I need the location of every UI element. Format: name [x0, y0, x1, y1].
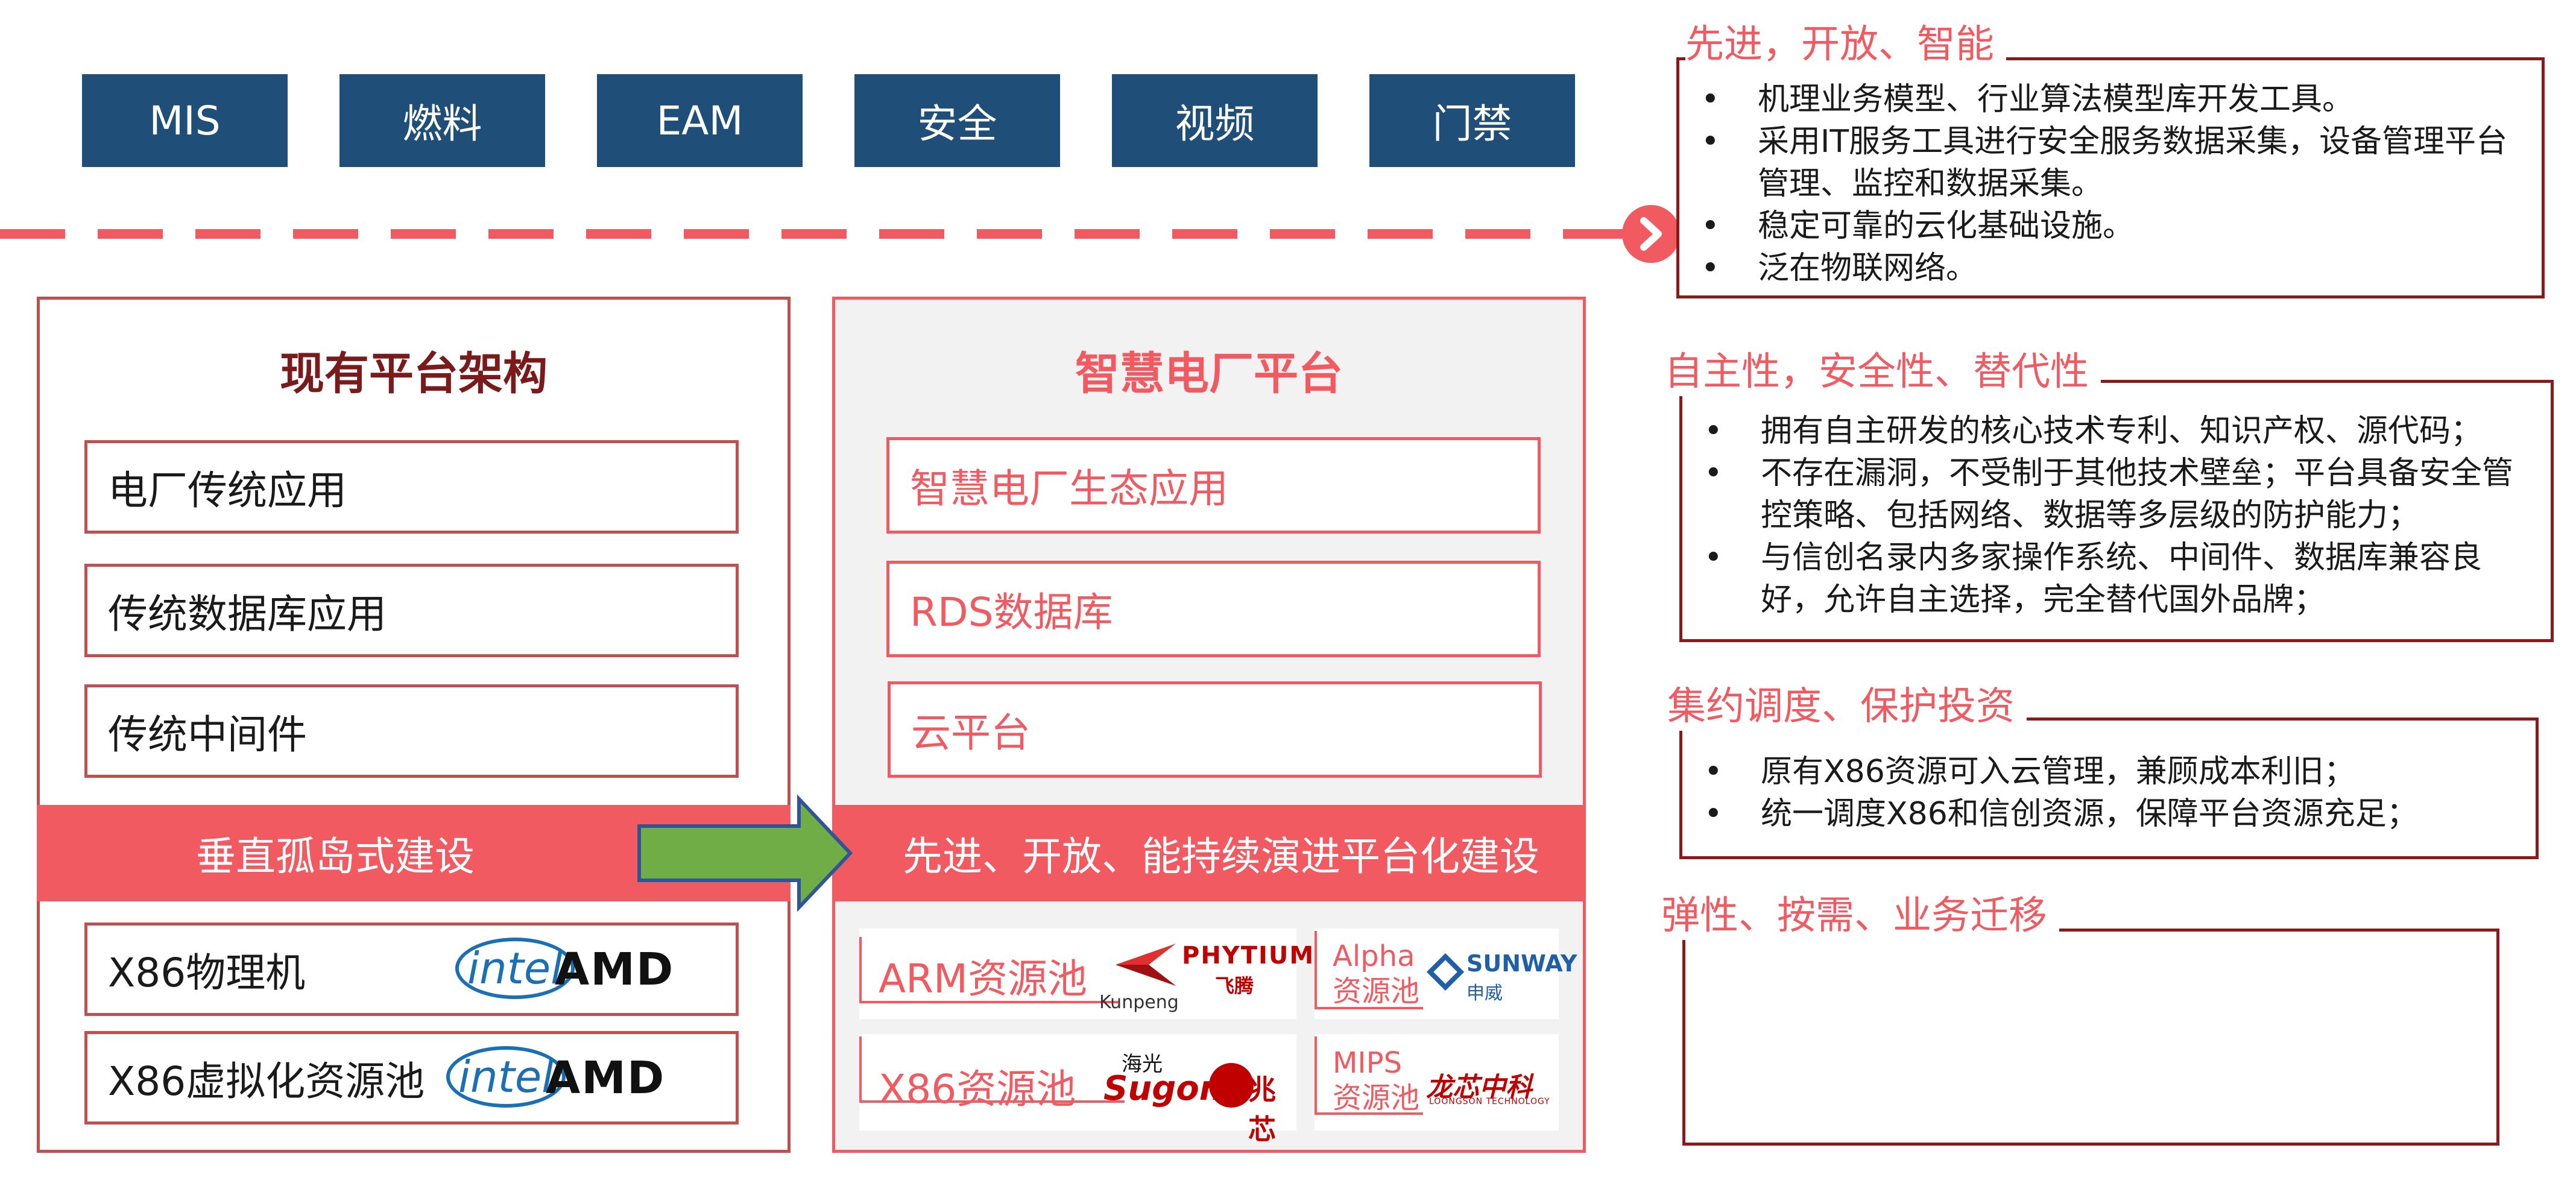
- bullet-item: 原有X86资源可入云管理，兼顾成本利旧；: [1682, 751, 2518, 793]
- section-box-scheduling: 原有X86资源可入云管理，兼顾成本利旧； 统一调度X86和信创资源，保障平台资源…: [1679, 718, 2539, 859]
- layer-rds-database: RDS数据库: [886, 561, 1541, 657]
- smart-plant-platform-title: 智慧电厂平台: [1075, 348, 1343, 400]
- amd-logo: AMD: [555, 944, 675, 995]
- pool-label-line2: 资源池: [1333, 974, 1420, 1008]
- zhaoxin-logo: 兆芯: [1248, 1073, 1276, 1146]
- system-box-eam: EAM: [597, 74, 803, 167]
- phytium-logo-cn: 飞腾: [1215, 974, 1254, 997]
- pool-label-line2: 资源池: [1333, 1081, 1420, 1115]
- system-box-access-control: 门禁: [1369, 74, 1575, 167]
- bullet-item: 机理业务模型、行业算法模型库开发工具。: [1679, 78, 2524, 121]
- hardware-label: X86物理机: [108, 949, 306, 996]
- layer-cloud-platform: 云平台: [888, 681, 1542, 778]
- kunpeng-logo-icon: [1116, 944, 1176, 986]
- resource-pool-alpha: Alpha 资源池 SUNWAY 申威: [1315, 929, 1577, 1019]
- bullet-list: 原有X86资源可入云管理，兼顾成本利旧； 统一调度X86和信创资源，保障平台资源…: [1682, 721, 2536, 835]
- pool-label: X86资源池: [879, 1066, 1076, 1112]
- sugon-logo-cn: 海光: [1122, 1052, 1163, 1076]
- resource-pool-mips: MIPS 资源池 龙芯中科 LOONGSON TECHNOLOGY: [1315, 1034, 1559, 1131]
- band-label: 垂直孤岛式建设: [196, 833, 475, 880]
- band-label: 先进、开放、能持续演进平台化建设: [903, 833, 1539, 880]
- intel-logo: intel: [446, 1046, 566, 1108]
- phytium-logo: PHYTIUM: [1182, 942, 1315, 970]
- bullet-item: 统一调度X86和信创资源，保障平台资源充足；: [1682, 793, 2518, 835]
- amd-logo: AMD: [546, 1052, 666, 1104]
- pool-underline: [859, 1036, 1125, 1103]
- hardware-label: X86虚拟化资源池: [108, 1058, 425, 1105]
- loongson-logo-en: LOONGSON TECHNOLOGY: [1429, 1097, 1550, 1106]
- hardware-x86-physical: X86物理机: [84, 923, 739, 1016]
- intel-logo: intel: [455, 938, 575, 999]
- system-box-fuel: 燃料: [339, 74, 545, 167]
- sunway-logo: SUNWAY: [1466, 950, 1577, 977]
- chevron-right-icon: [1622, 205, 1680, 263]
- pool-underline: [1315, 1036, 1423, 1115]
- kunpeng-logo-text: Kunpeng: [1099, 992, 1179, 1013]
- dashed-connector-line: [0, 229, 1628, 239]
- section-title-scheduling: 集约调度、保护投资: [1667, 675, 2027, 731]
- system-box-video: 视频: [1112, 74, 1318, 167]
- section-title-autonomy: 自主性，安全性、替代性: [1664, 341, 2101, 396]
- bullet-item: 不存在漏洞，不受制于其他技术壁垒；平台具备安全管控策略、包括网络、数据等多层级的…: [1682, 452, 2533, 537]
- pool-label-line1: MIPS: [1333, 1046, 1402, 1080]
- section-box-autonomy: 拥有自主研发的核心技术专利、知识产权、源代码； 不存在漏洞，不受制于其他技术壁垒…: [1679, 380, 2554, 642]
- pool-label-line1: Alpha: [1333, 939, 1415, 973]
- bullet-item: 采用IT服务工具进行安全服务数据采集，设备管理平台管理、监控和数据采集。: [1679, 121, 2524, 205]
- bullet-item: 拥有自主研发的核心技术专利、知识产权、源代码；: [1682, 410, 2533, 452]
- loongson-logo: 龙芯中科: [1426, 1072, 1532, 1103]
- bullet-item: 与信创名录内多家操作系统、中间件、数据库兼容良好，允许自主选择，完全替代国外品牌…: [1682, 537, 2533, 621]
- zhaoxin-circle-icon: [1209, 1063, 1254, 1108]
- sunway-diamond-icon: [1426, 953, 1465, 991]
- bullet-item: 稳定可靠的云化基础设施。: [1679, 205, 2524, 247]
- system-box-mis: MIS: [82, 74, 288, 167]
- bullet-item: 泛在物联网络。: [1679, 247, 2524, 289]
- existing-platform-title: 现有平台架构: [280, 348, 548, 400]
- bullet-list: 拥有自主研发的核心技术专利、知识产权、源代码； 不存在漏洞，不受制于其他技术壁垒…: [1682, 383, 2551, 621]
- section-box-advanced: 机理业务模型、行业算法模型库开发工具。 采用IT服务工具进行安全服务数据采集，设…: [1676, 57, 2545, 298]
- pool-underline: [1315, 931, 1423, 1009]
- resource-pool-x86: X86资源池 海光 Sugon 兆芯: [859, 1034, 1296, 1146]
- section-box-elastic: [1682, 929, 2499, 1146]
- system-box-safety: 安全: [854, 74, 1060, 167]
- sugon-logo: Sugon: [1103, 1069, 1223, 1108]
- resource-pool-arm: ARM资源池 Kunpeng PHYTIUM 飞腾: [859, 929, 1313, 1019]
- layer-traditional-database: 传统数据库应用: [84, 564, 739, 657]
- layer-traditional-app: 电厂传统应用: [84, 440, 739, 534]
- layer-ecosystem-app: 智慧电厂生态应用: [886, 437, 1541, 534]
- platform-construction-band: 先进、开放、能持续演进平台化建设: [832, 805, 1586, 901]
- transition-arrow-icon: [637, 794, 853, 912]
- layer-traditional-middleware: 传统中间件: [84, 684, 739, 778]
- pool-label: ARM资源池: [879, 956, 1087, 1002]
- section-title-advanced: 先进，开放、智能: [1685, 13, 2006, 69]
- pool-underline: [859, 937, 1119, 1003]
- sunway-logo-cn: 申威: [1466, 983, 1503, 1004]
- hardware-x86-virtual-pool: X86虚拟化资源池: [84, 1031, 739, 1124]
- section-title-elastic: 弹性、按需、业务迁移: [1661, 885, 2059, 940]
- bullet-list: 机理业务模型、行业算法模型库开发工具。 采用IT服务工具进行安全服务数据采集，设…: [1679, 60, 2542, 289]
